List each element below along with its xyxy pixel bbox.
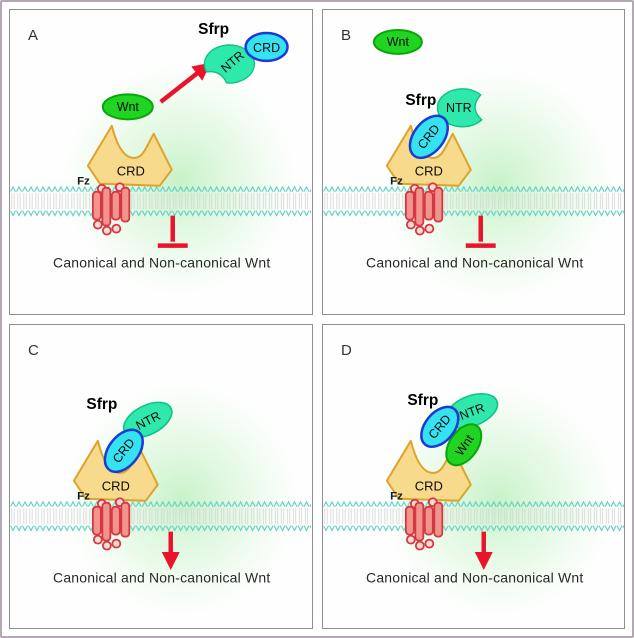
pathway-caption: Canonical and Non-canonical Wnt: [366, 255, 583, 271]
sfrp-crd-domain: [103, 428, 144, 473]
panel-letter: D: [340, 341, 351, 358]
wnt-label: Wnt: [386, 35, 409, 49]
panel-letter: A: [28, 27, 38, 44]
cell-membrane: [322, 500, 624, 532]
sfrp-crd-domain: [419, 405, 460, 448]
wnt-ligand: [372, 28, 423, 55]
inhibition-symbol: [465, 215, 496, 248]
sfrp-title: Sfrp: [198, 21, 229, 38]
fz-label: Fz: [390, 490, 403, 502]
fz-label: Fz: [77, 176, 90, 188]
cell-membrane: [322, 185, 624, 217]
fz-crd-label: CRD: [117, 164, 145, 179]
ntr-label: NTR: [445, 101, 471, 115]
panel-d: CRD Fz NTR Wnt CRD Sfrp Canonical and No…: [321, 323, 625, 629]
sfrp-title: Sfrp: [407, 391, 438, 408]
panel-c: CRD Fz NTR CRD Sfrp Canonical and Non-ca…: [9, 323, 313, 629]
cell-membrane: [10, 185, 312, 217]
panel-b-canvas: CRD Fz Wnt NTR CRD Sfrp Canonical and No…: [322, 27, 624, 303]
signal-glow: [61, 61, 298, 298]
sfrp-title: Sfrp: [405, 92, 436, 109]
sfrp-crd-label: CRD: [253, 41, 280, 55]
fz-label: Fz: [390, 176, 403, 188]
fz-crd-domain: [86, 124, 173, 187]
sequestration-arrow: [159, 62, 211, 104]
pathway-caption: Canonical and Non-canonical Wnt: [53, 255, 270, 271]
sfrp-crd-domain: [244, 31, 289, 63]
panel-letter: C: [28, 341, 39, 358]
panel-c-canvas: CRD Fz NTR CRD Sfrp Canonical and Non-ca…: [10, 341, 312, 618]
pathway-caption: Canonical and Non-canonical Wnt: [366, 569, 583, 585]
panel-a-canvas: CRD Fz Wnt NTR CRD Sfrp Canonical and No…: [10, 21, 312, 298]
pathway-caption: Canonical and Non-canonical Wnt: [53, 569, 270, 585]
fz-receptor: [91, 182, 131, 236]
fz-crd-label: CRD: [414, 164, 442, 179]
fz-receptor: [404, 496, 443, 551]
fz-receptor: [91, 496, 131, 551]
fz-crd-label: CRD: [414, 478, 442, 493]
sfrp-crd-domain: [408, 114, 449, 160]
inhibition-symbol: [157, 215, 188, 248]
sfrp-title: Sfrp: [86, 395, 117, 412]
panel-d-canvas: CRD Fz NTR Wnt CRD Sfrp Canonical and No…: [322, 341, 624, 618]
wnt-label: Wnt: [117, 100, 140, 114]
cell-membrane: [10, 500, 312, 532]
panel-letter: B: [340, 27, 350, 44]
sfrp-ntr-domain: [203, 44, 256, 84]
wnt-ligand: [444, 422, 482, 466]
panel-b: CRD Fz Wnt NTR CRD Sfrp Canonical and No…: [321, 9, 625, 315]
panel-a: CRD Fz Wnt NTR CRD Sfrp Canonical and No…: [9, 9, 313, 315]
fz-label: Fz: [77, 490, 90, 502]
wnt-ligand: [101, 93, 154, 121]
fz-crd-label: CRD: [102, 478, 130, 493]
fz-receptor: [404, 182, 443, 236]
